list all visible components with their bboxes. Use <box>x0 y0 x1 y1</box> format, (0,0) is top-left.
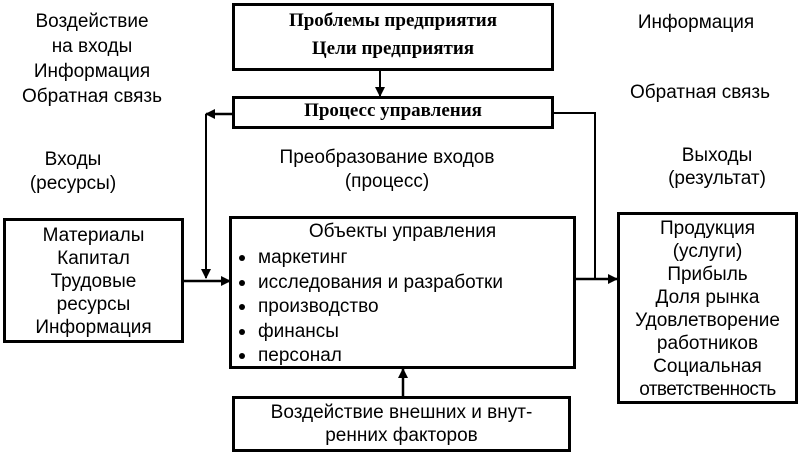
right-info-label: Информация <box>637 12 755 33</box>
process-label: Процесс управления <box>304 100 482 121</box>
list-item: исследования и разработки <box>238 271 503 296</box>
inputs-label-2: (ресурсы) <box>29 173 117 194</box>
output-item: Социальная <box>653 356 762 377</box>
inputs-box: Материалы Капитал Трудовые ресурсы Инфор… <box>3 218 184 343</box>
objects-list: маркетинг исследования и разработки прои… <box>238 246 503 369</box>
input-item: ресурсы <box>56 294 131 315</box>
problems-label: Проблемы предприятия <box>288 10 498 31</box>
list-item: маркетинг <box>238 246 503 271</box>
goals-label: Цели предприятия <box>311 38 475 59</box>
input-item: Трудовые <box>50 271 137 292</box>
output-item: Доля рынка <box>655 287 760 308</box>
impact-label-1: Воздействие <box>35 11 149 32</box>
input-item: Информация <box>35 317 152 338</box>
outputs-label-1: Выходы <box>681 145 753 166</box>
input-item: Капитал <box>57 248 130 269</box>
output-item: работников <box>656 333 759 354</box>
impact-label-4: Обратная связь <box>22 86 162 107</box>
process-to-outputs-line <box>553 112 596 278</box>
output-item: Удовлетворение <box>635 310 780 331</box>
management-process-box: Процесс управления <box>232 96 554 129</box>
management-objects-box: Объекты управления маркетинг исследовани… <box>229 216 576 369</box>
factors-label-1: Воздействие внешних и внут- <box>270 402 533 423</box>
transform-label-2: (процесс) <box>344 171 430 192</box>
enterprise-problems-box: Проблемы предприятия Цели предприятия <box>232 3 554 71</box>
output-item: Прибыль <box>667 264 748 285</box>
transform-label-1: Преобразование входов <box>279 147 495 168</box>
factors-label-2: ренних факторов <box>325 425 478 446</box>
outputs-label-2: (результат) <box>668 168 766 189</box>
right-feedback-label: Обратная связь <box>630 82 770 103</box>
input-item: Материалы <box>42 225 145 246</box>
external-factors-box: Воздействие внешних и внут- ренних факто… <box>232 396 571 452</box>
list-item: производство <box>238 295 503 320</box>
list-item: персонал <box>238 344 503 369</box>
list-item: финансы <box>238 320 503 345</box>
output-item: (услуги) <box>672 241 743 262</box>
impact-label-2: на входы <box>51 36 133 57</box>
inputs-label-1: Входы <box>44 149 102 170</box>
objects-title: Объекты управления <box>308 221 497 242</box>
impact-label-3: Информация <box>33 61 151 82</box>
output-item: ответственность <box>639 379 776 400</box>
output-item: Продукция <box>659 218 756 239</box>
outputs-box: Продукция (услуги) Прибыль Доля рынка Уд… <box>617 212 798 404</box>
